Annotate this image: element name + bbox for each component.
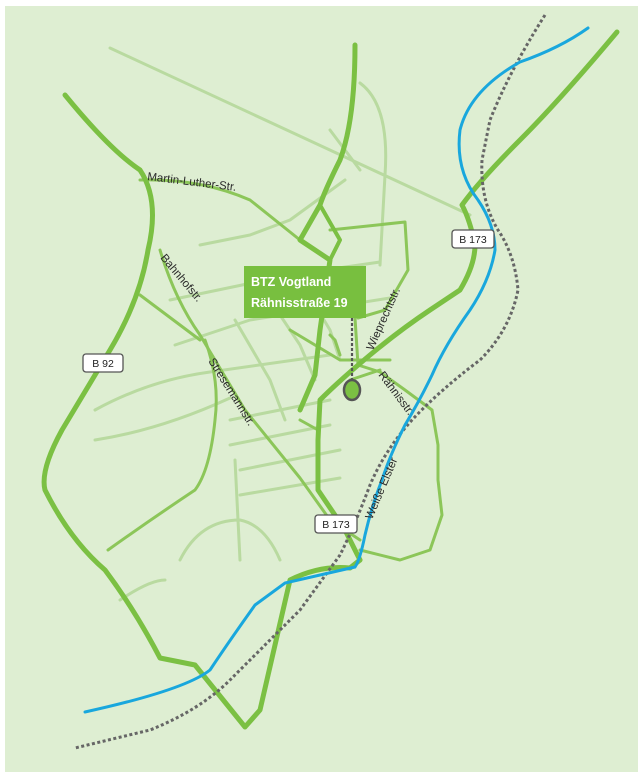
svg-text:B 173: B 173 <box>322 519 350 531</box>
location-callout[interactable]: BTZ Vogtland Rähnisstraße 19 <box>244 266 366 318</box>
callout-address: Rähnisstraße 19 <box>251 296 348 310</box>
location-marker[interactable] <box>342 378 362 402</box>
svg-text:B 92: B 92 <box>92 358 114 370</box>
map-background <box>5 6 638 772</box>
shield-b173-south: B 173 <box>314 514 358 534</box>
b92-road <box>41 92 363 730</box>
svg-text:B 173: B 173 <box>459 234 487 246</box>
river-weisse-elster <box>83 26 590 714</box>
roads <box>106 178 444 562</box>
north-road <box>297 42 358 413</box>
shield-b92: B 92 <box>82 353 124 373</box>
shield-b173-east: B 173 <box>451 229 495 249</box>
callout-title: BTZ Vogtland <box>251 275 331 289</box>
railway-line <box>74 14 547 750</box>
